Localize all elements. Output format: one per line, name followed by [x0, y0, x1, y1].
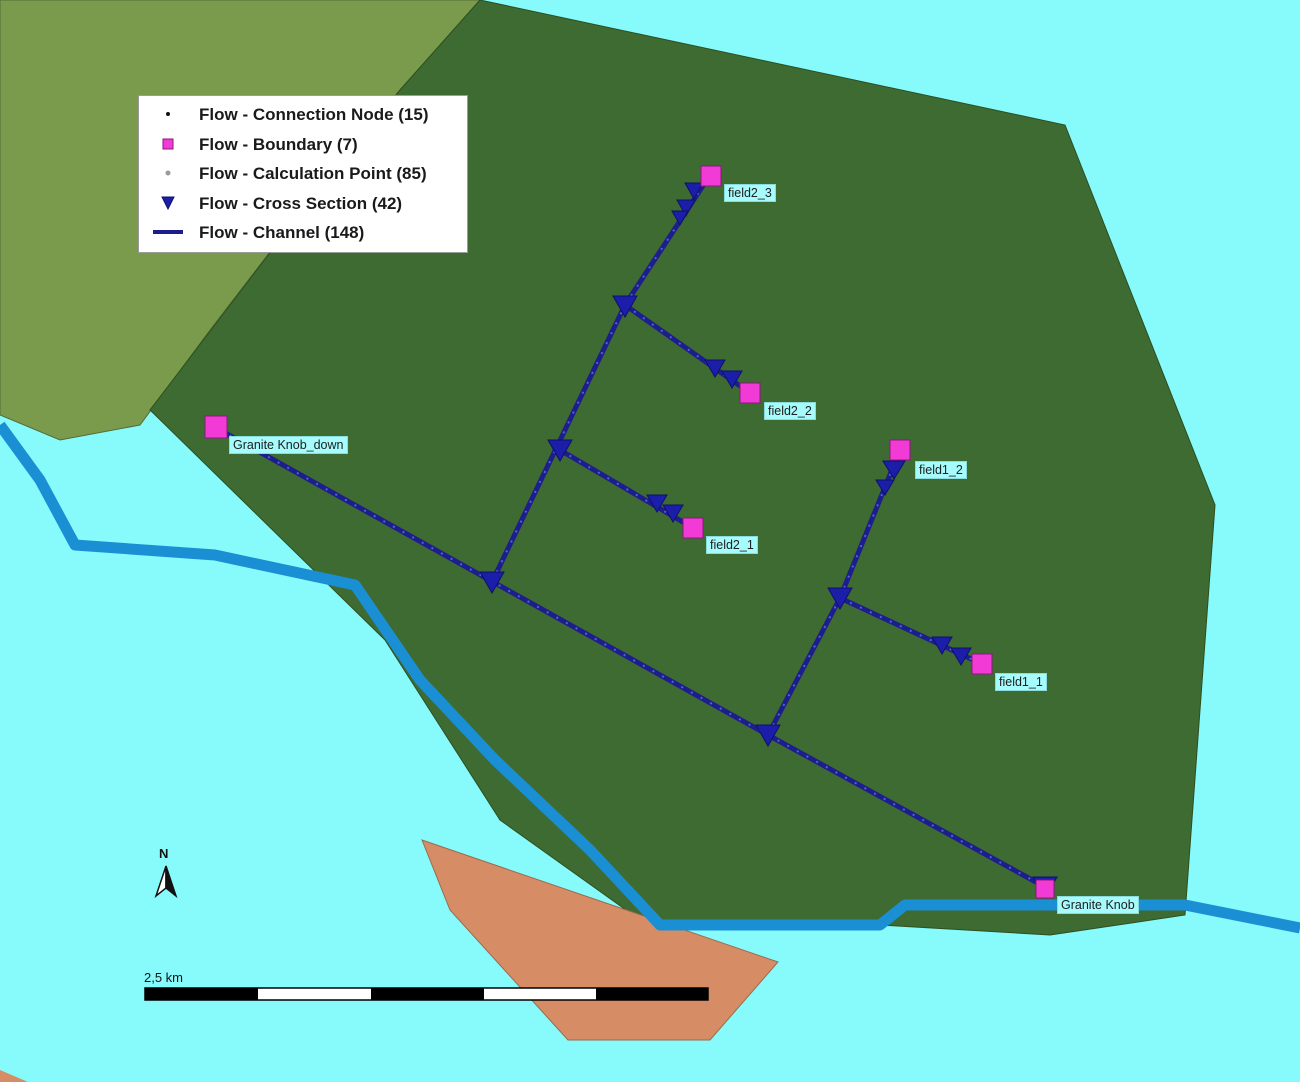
boundary-field2-1[interactable]	[682, 517, 704, 539]
scale-bar	[144, 987, 709, 1001]
cross-section[interactable]	[547, 439, 573, 463]
boundary-icon	[162, 138, 174, 149]
cross-section[interactable]	[612, 295, 638, 319]
cross-section[interactable]	[646, 494, 668, 513]
legend-item-cross-section: Flow - Cross Section (42)	[139, 189, 467, 219]
cross-section-icon	[161, 196, 175, 210]
boundaries	[204, 165, 1055, 899]
channel-icon	[153, 230, 183, 234]
legend-item-channel: Flow - Channel (148)	[139, 218, 467, 248]
cross-section[interactable]	[662, 504, 684, 523]
scale-bar-label: 2,5 km	[144, 970, 184, 985]
cross-section[interactable]	[721, 370, 743, 389]
cross-section[interactable]	[950, 647, 972, 666]
north-letter: N	[159, 846, 169, 861]
channel-main-east[interactable]	[765, 732, 1048, 890]
boundary-granite-knob-down[interactable]	[204, 415, 228, 439]
cross-section[interactable]	[875, 479, 895, 496]
cross-section[interactable]	[931, 636, 953, 655]
label-granite-knob[interactable]: Granite Knob	[1057, 896, 1139, 914]
label-field2-1[interactable]: field2_1	[706, 536, 758, 554]
legend-label: Flow - Cross Section (42)	[199, 193, 403, 213]
boundary-field2-3[interactable]	[700, 165, 722, 187]
river-line	[0, 421, 1300, 934]
legend-item-boundary: Flow - Boundary (7)	[139, 130, 467, 160]
legend-label: Flow - Calculation Point (85)	[199, 164, 427, 183]
legend-label: Flow - Channel (148)	[199, 223, 365, 242]
boundary-field2-2[interactable]	[739, 382, 761, 404]
label-granite-knob-down[interactable]: Granite Knob_down	[229, 436, 348, 454]
north-arrow-icon	[154, 865, 178, 899]
label-field2-2[interactable]: field2_2	[764, 402, 816, 420]
legend-label: Flow - Connection Node (15)	[199, 105, 429, 124]
cross-section[interactable]	[882, 460, 906, 480]
north-arrow: N	[152, 846, 182, 902]
legend-label: Flow - Boundary (7)	[199, 134, 358, 154]
cross-section[interactable]	[479, 571, 505, 595]
label-field2-3[interactable]: field2_3	[724, 184, 776, 202]
cross-section[interactable]	[755, 724, 781, 748]
cross-section[interactable]	[684, 182, 704, 201]
label-field1-1[interactable]: field1_1	[995, 673, 1047, 691]
boundary-field1-2[interactable]	[889, 439, 911, 461]
corner-land	[0, 1070, 28, 1082]
cross-section[interactable]	[676, 199, 696, 218]
cross-section[interactable]	[827, 587, 853, 611]
cross-section[interactable]	[704, 359, 726, 378]
calculation-points	[219, 174, 1046, 888]
label-field1-2[interactable]: field1_2	[915, 461, 967, 479]
legend-item-calculation-point: Flow - Calculation Point (85)	[139, 159, 467, 189]
cross-section[interactable]	[671, 210, 689, 227]
boundary-granite-knob[interactable]	[1035, 879, 1055, 899]
legend-item-connection-node: Flow - Connection Node (15)	[139, 100, 467, 130]
calculation-point-icon	[165, 170, 171, 176]
boundary-field1-1[interactable]	[971, 653, 993, 675]
connection-node-icon	[166, 112, 170, 116]
map-legend: Flow - Connection Node (15) Flow - Bound…	[138, 95, 468, 253]
